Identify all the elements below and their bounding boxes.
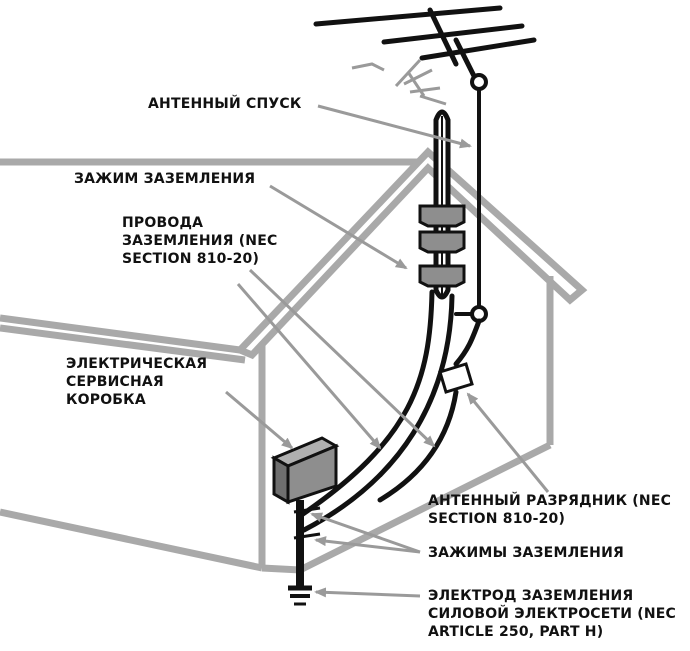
antenna-element-1 [381, 23, 525, 45]
label-line: ЗАЖИМЫ ЗАЗЕМЛЕНИЯ [428, 545, 624, 561]
roof-ridge [233, 147, 588, 360]
discharge-unit-wire-top [453, 318, 482, 367]
arrow-antenna-lead [317, 104, 472, 149]
arrow-ground-clamps-2 [314, 536, 421, 554]
roof-left-edge [0, 314, 241, 354]
label-line: АНТЕННЫЙ СПУСК [148, 96, 302, 112]
label-service-box: ЭЛЕКТРИЧЕСКАЯ СЕРВИСНАЯ КОРОБКА [66, 355, 207, 409]
label-line: ЗАЖИМ ЗАЗЕМЛЕНИЯ [74, 171, 256, 187]
antenna-top-standoff [470, 73, 488, 91]
label-line: ЭЛЕКТРОД ЗАЗЕМЛЕНИЯ [428, 588, 634, 604]
label-line: ARTICLE 250, PART H) [428, 624, 604, 640]
antenna [313, 5, 537, 323]
electrical-service-box [270, 436, 340, 505]
antenna-discharge-unit [438, 362, 474, 394]
label-line: ПРОВОДА [122, 215, 204, 231]
arrow-ground-wire-2 [248, 268, 436, 448]
label-ground-clamps: ЗАЖИМЫ ЗАЗЕМЛЕНИЯ [428, 544, 624, 562]
arrow-discharge-unit [466, 392, 550, 493]
label-line: ЭЛЕКТРИЧЕСКАЯ [66, 356, 208, 372]
callout-arrows [225, 104, 550, 598]
arrow-ground-clamp [269, 184, 408, 270]
grounding-wires [297, 289, 482, 533]
antenna-element-3 [427, 7, 459, 67]
ground-wire-outer [297, 289, 435, 519]
label-line: СЕРВИСНАЯ [66, 374, 164, 390]
mast-clamp-2 [418, 230, 466, 254]
label-line: ЗАЗЕМЛЕНИЯ (NEC [122, 233, 278, 249]
ground-wire-inner [301, 293, 455, 533]
antenna-boom [313, 5, 503, 27]
discharge-unit-wire-bottom [377, 389, 459, 503]
arrow-service-box [225, 390, 294, 450]
label-power-electrode: ЭЛЕКТРОД ЗАЗЕМЛЕНИЯ СИЛОВОЙ ЭЛЕКТРОСЕТИ … [428, 587, 676, 641]
mast-clamp-1 [418, 204, 466, 228]
service-box-side [286, 443, 338, 505]
label-ground-clamp: ЗАЖИМ ЗАЗЕМЛЕНИЯ [74, 170, 255, 188]
label-line: АНТЕННЫЙ РАЗРЯДНИК (NEC [428, 493, 672, 509]
antenna-element-2 [419, 37, 537, 61]
label-line: СИЛОВОЙ ЭЛЕКТРОСЕТИ (NEC [428, 606, 677, 622]
ground-line-left [0, 508, 263, 572]
arrow-ground-wire-1 [236, 283, 382, 450]
label-line: SECTION 810-20) [428, 511, 566, 527]
mast-clamp-3 [418, 264, 466, 288]
label-discharge-unit: АНТЕННЫЙ РАЗРЯДНИК (NEC SECTION 810-20) [428, 492, 671, 528]
label-line: КОРОБКА [66, 392, 146, 408]
house-outline [0, 147, 588, 574]
roof-left-edge-lower [0, 324, 246, 364]
ground-clamps-on-mast [418, 204, 466, 288]
power-ground-electrode [288, 500, 321, 606]
label-ground-wires: ПРОВОДА ЗАЗЕМЛЕНИЯ (NEC SECTION 810-20) [122, 214, 277, 268]
service-box-front [272, 455, 290, 505]
antenna-mast [453, 37, 479, 83]
label-antenna-lead: АНТЕННЫЙ СПУСК [148, 95, 302, 113]
label-line: SECTION 810-20) [122, 251, 260, 267]
arrow-power-electrode [314, 587, 421, 598]
arrow-ground-clamps-1 [310, 512, 421, 554]
background-antenna-sketch [351, 58, 447, 106]
